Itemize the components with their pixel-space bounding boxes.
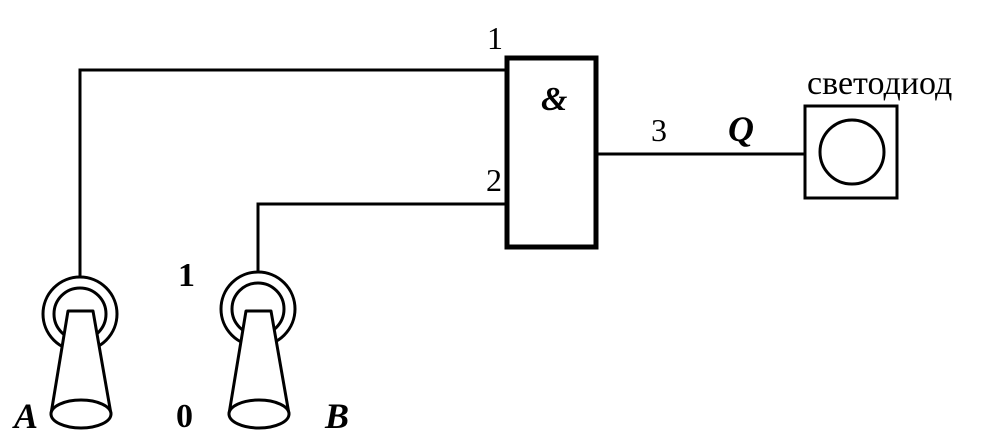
output-label: Q: [728, 109, 754, 149]
pin-label-output-3: 3: [651, 112, 667, 148]
and-gate-symbol: &: [541, 81, 568, 118]
switch-state-on-label: 1: [178, 257, 195, 294]
and-gate: &: [504, 55, 599, 250]
switch-a-label: A: [12, 396, 38, 436]
led-label: светодиод: [807, 65, 952, 102]
switch-a-lever-tip[interactable]: [49, 398, 113, 430]
toggle-switch-b[interactable]: [219, 270, 297, 430]
toggle-switch-a[interactable]: [41, 275, 119, 430]
and-gate-body: [504, 55, 599, 250]
switch-b-lever-tip[interactable]: [227, 398, 291, 430]
switch-state-off-label: 0: [176, 398, 193, 435]
led-lamp: [818, 118, 886, 186]
pin-label-input-1: 1: [487, 20, 503, 56]
led: светодиод: [803, 65, 952, 200]
switch-b-label: B: [324, 396, 349, 436]
wire-switch-a-to-input-1: [78, 68, 507, 280]
wire-switch-b-to-input-2: [256, 202, 507, 275]
pin-label-input-2: 2: [486, 162, 502, 198]
